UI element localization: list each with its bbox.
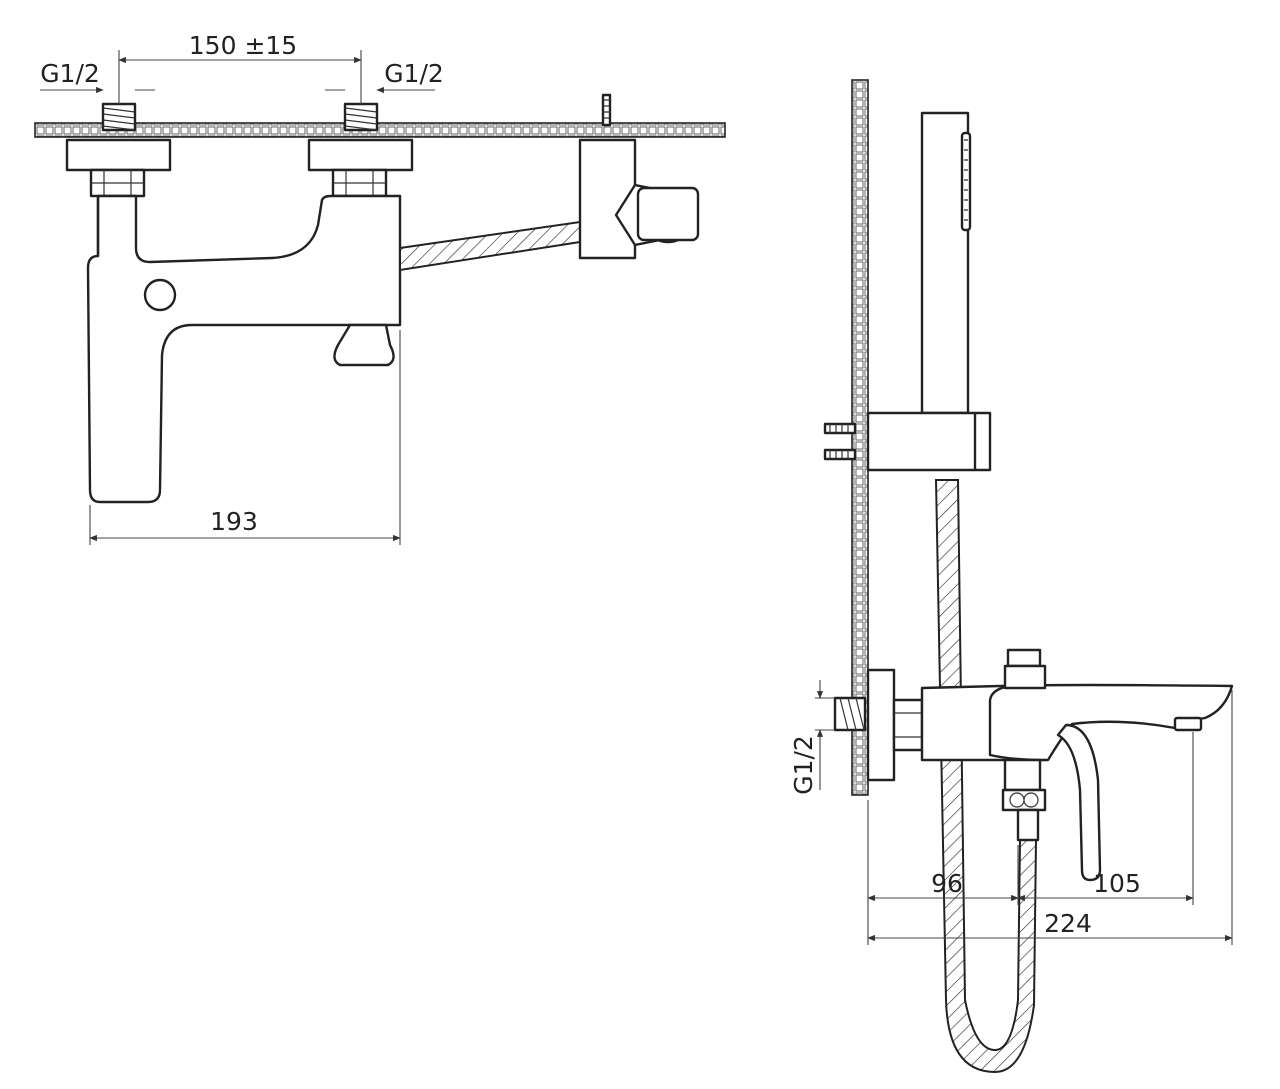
- dim-total-depth: 224: [867, 690, 1233, 945]
- side-view: G1/2 96 105 224: [789, 79, 1234, 1074]
- mixer-body: [86, 194, 402, 504]
- dim-body-width: 193: [89, 330, 401, 545]
- dim-centers-label: 150 ±15: [189, 31, 297, 60]
- front-view: 150 ±15 G1/2 G1/2 193: [34, 31, 726, 545]
- hand-shower: [920, 111, 972, 415]
- hose-front: [399, 220, 581, 272]
- dim-inlet-right: G1/2: [325, 59, 444, 94]
- dim-inlet-left-label: G1/2: [40, 59, 100, 88]
- dim-inlet-left: G1/2: [40, 59, 155, 94]
- dim-inlet-right-label: G1/2: [384, 59, 444, 88]
- dim-centers: 150 ±15: [118, 31, 362, 104]
- mixer-hole: [143, 278, 177, 312]
- left-inlet: [65, 102, 172, 198]
- dim-total-depth-label: 224: [1044, 909, 1092, 938]
- hose-side: [934, 479, 1038, 1074]
- spout-mixer: [833, 648, 1234, 882]
- right-inlet: [307, 102, 414, 198]
- wall: [851, 79, 869, 796]
- dim-inlet-side: G1/2: [789, 680, 835, 795]
- dim-inlet-side-label: G1/2: [789, 735, 818, 795]
- lever: [1056, 723, 1102, 882]
- dim-spout: 96 105: [867, 732, 1194, 945]
- dim-spout-reach-label: 105: [1093, 869, 1141, 898]
- diverter-knob: [333, 323, 395, 367]
- dim-body-width-label: 193: [210, 507, 258, 536]
- shower-bracket: [823, 411, 992, 472]
- dim-spout-base-label: 96: [931, 869, 963, 898]
- wall-holder-front: [578, 93, 700, 260]
- deck-strip: [34, 122, 726, 138]
